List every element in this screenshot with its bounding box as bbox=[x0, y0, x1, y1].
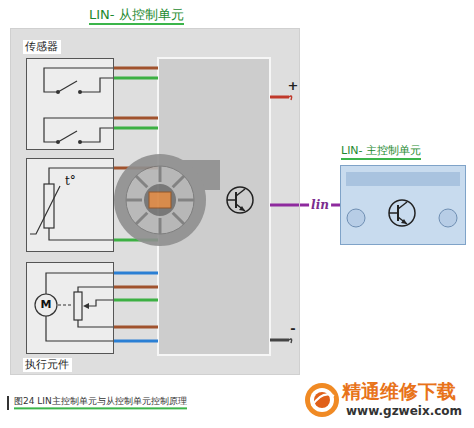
ntc-resistor-symbol bbox=[49, 168, 113, 184]
potentiometer-symbol bbox=[86, 300, 113, 306]
potentiometer-symbol bbox=[74, 292, 82, 320]
potentiometer-symbol bbox=[78, 287, 113, 292]
terminal-sign: + bbox=[288, 78, 299, 94]
figure-caption: 图24 LIN主控制单元与从控制单元控制原理 bbox=[14, 396, 187, 409]
wire-end bbox=[289, 339, 292, 343]
actuator-box: 执行元件 bbox=[26, 262, 114, 354]
wire bbox=[114, 117, 158, 120]
blower-fan-picture bbox=[114, 154, 220, 246]
box-ground bbox=[26, 158, 114, 252]
unit-heading: LIN- 从控制单元 bbox=[89, 7, 184, 25]
ntc-resistor-symbol bbox=[30, 168, 113, 240]
wire bbox=[114, 68, 300, 341]
thermistor-box: t° bbox=[26, 158, 114, 252]
label-holder: + bbox=[293, 86, 304, 102]
blower-fan-picture bbox=[136, 213, 147, 224]
ntc-resistor-symbol bbox=[44, 184, 54, 228]
master-control-unit: LIN- 主控制单元 bbox=[340, 165, 466, 245]
master-unit-picture bbox=[347, 209, 365, 227]
wire bbox=[114, 67, 158, 70]
master-unit-picture bbox=[439, 209, 457, 227]
motor-symbol bbox=[35, 294, 57, 316]
sensor-box: 传感器 bbox=[26, 58, 114, 150]
potentiometer-symbol bbox=[58, 304, 72, 305]
label-holder: www.gzweix.com bbox=[346, 411, 462, 426]
ntc-resistor-symbol bbox=[30, 186, 60, 234]
master-unit-picture bbox=[340, 165, 466, 245]
watermark-logo bbox=[310, 388, 334, 412]
wire-end bbox=[289, 96, 292, 343]
blower-fan-picture bbox=[149, 192, 171, 208]
slave-unit-ground bbox=[10, 28, 300, 375]
terminal-sign: - bbox=[290, 321, 295, 337]
caption-bar bbox=[7, 396, 9, 410]
blower-fan-picture bbox=[144, 184, 176, 216]
wire bbox=[270, 204, 300, 207]
ntc-resistor-symbol bbox=[49, 228, 113, 240]
wire bbox=[114, 286, 158, 289]
switch-symbol bbox=[44, 118, 113, 142]
label-holder: lin bbox=[320, 205, 342, 220]
watermark-text: 精通维修下载 bbox=[342, 380, 456, 404]
wire bbox=[114, 299, 158, 302]
blower-fan-picture bbox=[114, 154, 206, 246]
switch-contact bbox=[56, 90, 82, 144]
box-heading: 传感器 bbox=[23, 40, 61, 54]
transistor-symbol bbox=[227, 187, 253, 213]
wire bbox=[270, 339, 289, 342]
wire bbox=[270, 96, 289, 99]
blower-fan-picture bbox=[173, 176, 184, 187]
switch-contact bbox=[78, 140, 82, 144]
temperature-symbol: t° bbox=[65, 174, 76, 189]
wire bbox=[114, 326, 158, 329]
watermark-url: www.gzweix.com bbox=[346, 404, 462, 419]
potentiometer-symbol bbox=[58, 287, 113, 327]
switch-symbol bbox=[58, 81, 77, 92]
switch-symbol bbox=[80, 128, 113, 142]
motor-symbol bbox=[46, 273, 113, 294]
switch-contact bbox=[56, 90, 60, 94]
blower-fan-picture bbox=[173, 213, 184, 224]
wiper-arrow bbox=[83, 303, 89, 309]
potentiometer-symbol bbox=[78, 320, 113, 327]
wire bbox=[114, 340, 158, 343]
transistor-symbol bbox=[389, 200, 415, 226]
switch-symbol bbox=[44, 68, 113, 142]
box-heading: 执行元件 bbox=[23, 358, 72, 372]
blower-fan-picture bbox=[126, 166, 194, 234]
wire bbox=[114, 77, 158, 80]
label-holder: - bbox=[293, 329, 298, 345]
switch-symbol bbox=[80, 78, 113, 92]
master-unit-picture bbox=[340, 165, 466, 245]
label-holder: 图24 LIN主控制单元与从控制单元控制原理 bbox=[14, 403, 187, 416]
blower-fan-picture bbox=[159, 218, 162, 234]
motor-symbol bbox=[35, 273, 113, 341]
switch-contact bbox=[56, 140, 60, 144]
unit-heading: LIN- 主控制单元 bbox=[341, 144, 421, 160]
signal-name: lin bbox=[309, 198, 331, 213]
box-ground bbox=[26, 262, 114, 354]
switch-symbol bbox=[58, 131, 77, 142]
watermark-logo bbox=[305, 383, 339, 417]
switch-contact bbox=[78, 90, 82, 94]
watermark-logo bbox=[305, 383, 339, 417]
blower-fan-picture bbox=[159, 166, 162, 182]
blower-fan-picture bbox=[178, 199, 194, 202]
blower-fan-picture bbox=[126, 166, 194, 234]
box-ground bbox=[26, 58, 114, 150]
wire bbox=[114, 127, 158, 130]
blower-fan-picture bbox=[126, 199, 142, 202]
switch-symbol bbox=[44, 68, 113, 92]
wire bbox=[114, 272, 158, 275]
slave-control-unit: LIN- 从控制单元传感器t°执行元件 bbox=[10, 28, 300, 375]
blower-fan-picture bbox=[136, 176, 147, 187]
watermark-logo bbox=[312, 394, 334, 406]
label-holder: M bbox=[46, 305, 57, 319]
wire-end bbox=[289, 96, 292, 100]
motor-letter: M bbox=[41, 298, 52, 312]
master-unit-picture bbox=[346, 172, 460, 186]
